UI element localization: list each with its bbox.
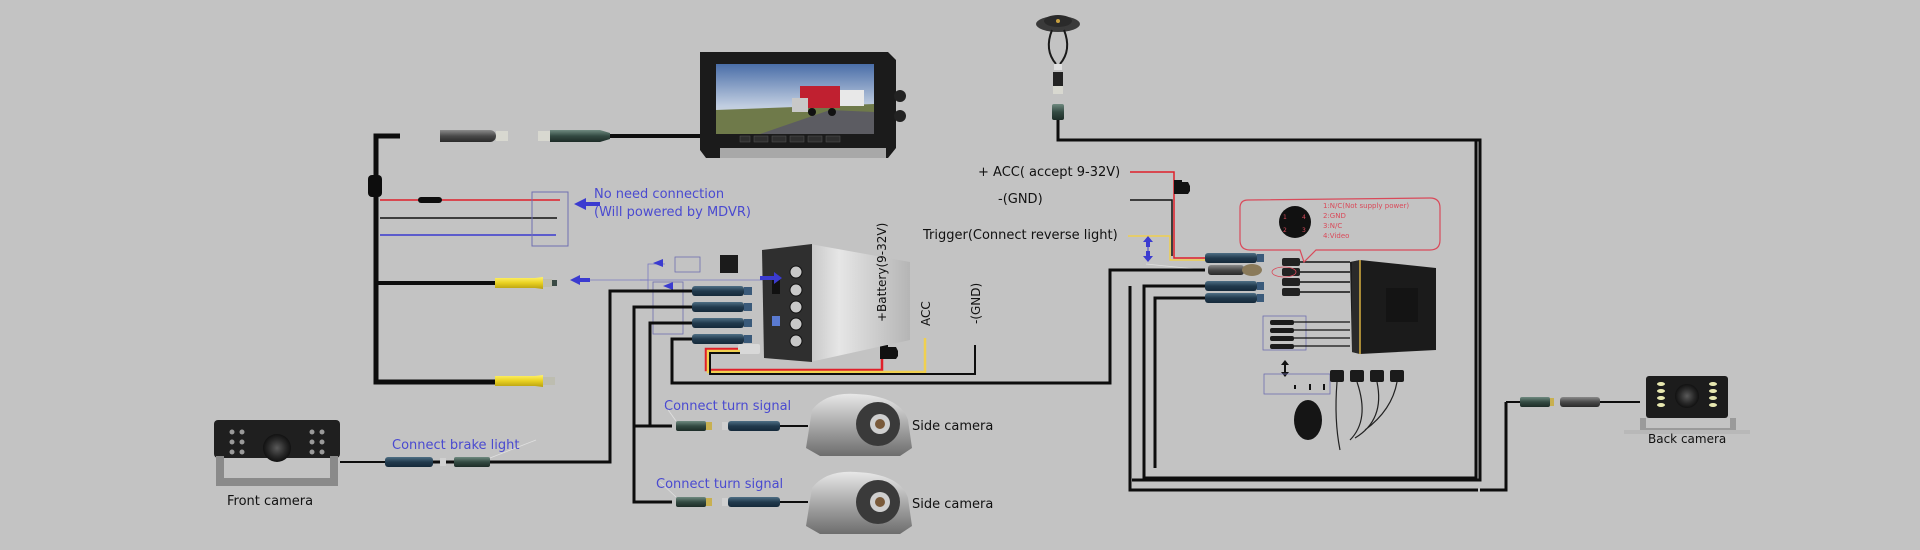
- camera-connector: [385, 457, 433, 467]
- mdvr-unit: [760, 244, 910, 362]
- mount-knob: [894, 110, 906, 122]
- pinout-entry: 4:Video: [1323, 232, 1349, 240]
- rca-connector-yellow-2: [495, 375, 555, 387]
- left-arrow-icon: [574, 198, 600, 210]
- acc-wire: [706, 338, 927, 374]
- gnd-wire: [709, 345, 976, 375]
- parking-sensors: [1262, 315, 1404, 451]
- buzzer: [1036, 15, 1482, 482]
- gnd-label: -(GND): [969, 283, 983, 324]
- side-camera-2: [806, 471, 912, 534]
- 4-pin-connector-face: [1279, 206, 1311, 238]
- pin-number: 1: [1283, 214, 1287, 221]
- down-arrow-icon: [1143, 251, 1153, 262]
- up-arrow-icon: [1281, 360, 1289, 371]
- no-need-connection-note: No need connection: [594, 187, 724, 202]
- down-arrow-icon: [1281, 366, 1289, 377]
- right-arrow-icon: [760, 272, 782, 284]
- battery-wire: [704, 345, 884, 372]
- radar-gnd-label: -(GND): [998, 192, 1043, 207]
- fuse-holder: [1174, 180, 1182, 194]
- pinout-entry: 3:N/C: [1323, 222, 1342, 230]
- powered-by-mdvr-note: (Will powered by MDVR): [594, 205, 751, 220]
- fuse-holder: [880, 345, 888, 359]
- monitor-buttons: [739, 135, 841, 143]
- power-plug: [738, 344, 760, 354]
- side-camera-1: [806, 393, 912, 456]
- gps-connector: [720, 255, 738, 273]
- back-camera-label: Back camera: [1648, 432, 1726, 446]
- pin-number: 3: [1302, 227, 1306, 234]
- coiled-cable: [1294, 400, 1322, 440]
- radar-acc-label: + ACC( accept 9-32V): [978, 165, 1120, 180]
- side-camera-2-label: Side camera: [912, 497, 993, 512]
- battery-label: +Battery(9-32V): [875, 223, 889, 322]
- mdvr-section: +Battery(9-32V) ACC -(GND): [432, 223, 1205, 504]
- monitor-stand: [720, 148, 886, 158]
- pin-number: 2: [1283, 227, 1287, 234]
- side-camera-1-label: Side camera: [912, 419, 993, 434]
- mdvr-camera-input-connectors: [692, 286, 752, 344]
- radar-acc-wire: [1130, 171, 1210, 259]
- radar-input-connectors: [1205, 253, 1264, 303]
- pin-number: 4: [1302, 214, 1306, 221]
- radar-control-box: [1350, 260, 1436, 354]
- pinout-callout: 1 4 2 3 1:N/C(Not supply power) 2:GND 3:…: [1239, 197, 1441, 264]
- mount-knob: [894, 90, 906, 102]
- back-camera: [1624, 376, 1750, 434]
- cable-clip: [368, 175, 382, 197]
- connector-box: [674, 256, 701, 273]
- monitor-harness: No need connection (Will powered by MDVR…: [368, 130, 751, 387]
- side-camera-1-wire: [632, 305, 692, 428]
- pinout-entry: 1:N/C(Not supply power): [1323, 202, 1409, 210]
- connect-turn-signal-note-2: Connect turn signal: [656, 477, 783, 492]
- right-arrow-icon: [653, 259, 663, 267]
- aviation-connector-grey: [440, 130, 508, 142]
- radar-gnd-wire: [1130, 199, 1173, 256]
- acc-label: ACC: [919, 301, 933, 326]
- buzzer-wire: [1056, 120, 1482, 482]
- side-camera-2-connector: [659, 481, 808, 507]
- radar-power-wiring: [1128, 171, 1210, 271]
- front-camera-label: Front camera: [227, 494, 313, 509]
- radar-loop-wire: [1142, 140, 1478, 480]
- back-camera-connector: [1506, 397, 1640, 407]
- radar-trigger-wire: [1128, 235, 1210, 261]
- side-camera-1-connector: [663, 403, 808, 431]
- radar-trigger-label: Trigger(Connect reverse light): [922, 228, 1118, 243]
- no-connect-box: [531, 191, 569, 247]
- side-camera-2-wire: [632, 426, 672, 504]
- up-arrow-icon: [1143, 236, 1153, 247]
- front-camera: [214, 420, 610, 486]
- back-camera-main-wire: [1128, 286, 1478, 492]
- aviation-connector-green: [538, 130, 700, 142]
- radar-output-pigtails: [1271, 258, 1350, 296]
- fuse-holder: [418, 197, 442, 203]
- truck-image: [792, 86, 864, 116]
- pinout-entry: 2:GND: [1323, 212, 1346, 220]
- rca-connector-yellow-1: [495, 277, 557, 289]
- right-arrow-icon: [663, 282, 673, 290]
- connect-brake-light-note: Connect brake light: [392, 438, 519, 453]
- left-arrow-icon: [570, 275, 590, 285]
- monitor: [700, 52, 906, 158]
- harness-trunk-wire: [373, 133, 500, 385]
- connect-turn-signal-note-1: Connect turn signal: [664, 399, 791, 414]
